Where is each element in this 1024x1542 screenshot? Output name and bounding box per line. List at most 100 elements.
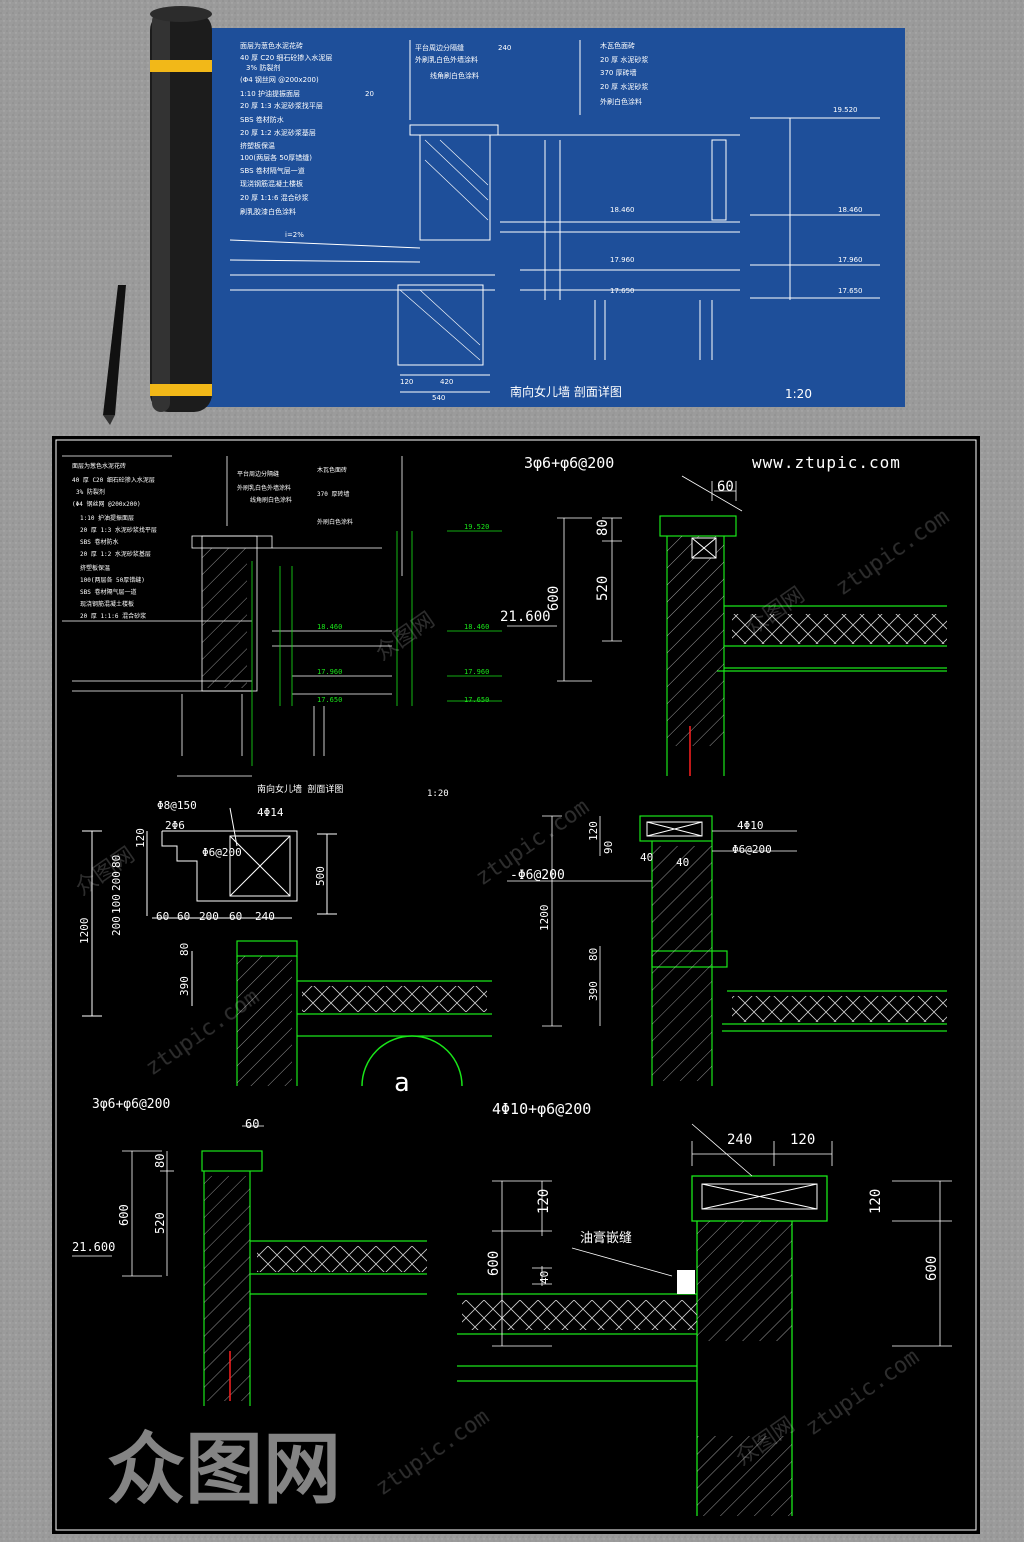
ml-dim-h-1: 60 — [177, 910, 190, 923]
svg-text:SBS 卷材隔气层一道: SBS 卷材隔气层一道 — [80, 588, 136, 596]
ml-dim-v-1: 80 — [110, 855, 123, 868]
ml-rebar-b: 2Φ6 — [165, 819, 185, 832]
ml-dim-h-3: 60 — [229, 910, 242, 923]
ml-dim-v-4: 200 — [110, 916, 123, 936]
bp-slope: i=2% — [285, 231, 304, 239]
tr-rebar: 3φ6+φ6@200 — [524, 454, 614, 472]
br-dim-40: 40 — [538, 1271, 551, 1284]
bp-note-5: 20 厚 1:3 水泥砂浆找平层 — [240, 101, 323, 110]
bp-note-12: 20 厚 1:1:6 混合砂浆 — [240, 193, 309, 202]
bp-mid-note-1: 外刷乳白色外墙涂料 — [415, 55, 478, 64]
bp-dim-20: 20 — [365, 90, 374, 98]
bl-dim-60: 60 — [245, 1117, 259, 1131]
svg-text:木瓦色面砖: 木瓦色面砖 — [317, 466, 347, 474]
ml-dim-h-2: 200 — [199, 910, 219, 923]
cad-drawing-sheet: 面层为葱色水泥花砖 40 厚 C20 细石砼掺入水泥层 3% 防裂剂 (Φ4 钢… — [52, 436, 980, 1534]
detail-top-right: 3φ6+φ6@200 — [500, 454, 947, 776]
tr-dim-60: 60 — [717, 479, 734, 495]
mr-dim-1200: 1200 — [538, 905, 551, 932]
blueprint-poster: 面层为葱色水泥花砖 40 厚 C20 细石砼掺入水泥层 3% 防裂剂 (Φ4 钢… — [103, 6, 905, 425]
bp-note-9: 100(两层各 50厚错缝) — [240, 153, 312, 162]
ml-dim-500: 500 — [314, 866, 327, 886]
ml-rebar-d: Φ6@200 — [202, 846, 242, 859]
ml-rebar-c: 4Φ14 — [257, 806, 284, 819]
cad-elev-3a: 17.650 — [317, 696, 342, 704]
svg-text:挤塑板保温: 挤塑板保温 — [80, 564, 110, 572]
cad-title: 南向女儿墙 剖面详图 — [257, 783, 343, 795]
brand-logo-text: 众图网 — [107, 1425, 341, 1515]
bp-elev-3a: 17.650 — [610, 287, 635, 295]
scroll-roll — [150, 6, 212, 412]
cad-elev-0: 19.520 — [464, 523, 489, 531]
svg-text:线角刷白色涂料: 线角刷白色涂料 — [250, 496, 292, 504]
detail-bottom-left: 3φ6+φ6@200 60 — [72, 1097, 427, 1406]
bp-note-4: 1:10 护油提振面层 — [240, 89, 300, 98]
bp-dim-bottom-2: 540 — [432, 394, 445, 402]
watermark-brand-latin-2: ztupic.com — [831, 504, 954, 600]
bp-right-note-1: 20 厚 水泥砂浆 — [600, 55, 648, 64]
cad-elev-2a: 17.960 — [317, 668, 342, 676]
ml-dim-1200: 1200 — [78, 918, 91, 945]
bp-note-8: 挤塑板保温 — [240, 141, 275, 150]
svg-text:40 厚 C20 细石砼掺入水泥层: 40 厚 C20 细石砼掺入水泥层 — [72, 476, 155, 484]
br-dim-600-right: 600 — [924, 1256, 940, 1281]
svg-text:20 厚 1:1:6 混合砂浆: 20 厚 1:1:6 混合砂浆 — [80, 612, 146, 620]
br-joint-note: 油膏嵌缝 — [580, 1230, 632, 1246]
cad-elev-1b: 18.460 — [464, 623, 489, 631]
mr-rebar-b: Φ6@200 — [732, 843, 772, 856]
mr-dim-0: 120 — [587, 821, 600, 841]
br-rebar: 4Φ10+φ6@200 — [492, 1100, 591, 1118]
bp-note-7: 20 厚 1:2 水泥砂浆基层 — [240, 128, 316, 137]
bp-right-note-2: 370 厚砖墙 — [600, 68, 637, 77]
bl-dim-600: 600 — [117, 1204, 131, 1226]
bp-elev-2a: 17.960 — [610, 256, 635, 264]
bl-dim-80: 80 — [153, 1154, 167, 1168]
ml-dim-h-4: 240 — [255, 910, 275, 923]
detail-bottom-right: 4Φ10+φ6@200 — [457, 1100, 952, 1516]
tr-elev: 21.600 — [500, 609, 551, 625]
pen-icon — [103, 285, 126, 425]
mr-dim-3: 40 — [676, 856, 689, 869]
watermark-brand-latin-4: ztupic.com — [801, 1344, 924, 1440]
bp-note-10: SBS 卷材隔气层一道 — [240, 166, 305, 175]
br-dim-120-right: 120 — [868, 1189, 884, 1214]
bp-right-note-0: 木瓦色面砖 — [600, 41, 635, 50]
mr-dim-2: 40 — [640, 851, 653, 864]
watermark-brand-1: 众图网 — [371, 608, 439, 666]
bp-mid-note-2: 线角刷白色涂料 — [430, 71, 479, 80]
ml-dim-v-2: 200 — [110, 871, 123, 891]
ml-label-a: a — [394, 1068, 410, 1098]
cad-scale: 1:20 — [427, 789, 449, 799]
svg-text:外刷白色涂料: 外刷白色涂料 — [317, 518, 353, 526]
svg-text:(Φ4 钢丝网 @200x200): (Φ4 钢丝网 @200x200) — [72, 500, 141, 508]
ml-dim-h-0: 60 — [156, 910, 169, 923]
bl-rebar: 3φ6+φ6@200 — [92, 1097, 170, 1112]
svg-text:外刷乳白色外墙涂料: 外刷乳白色外墙涂料 — [237, 484, 291, 492]
svg-text:20 厚 1:3 水泥砂浆找平层: 20 厚 1:3 水泥砂浆找平层 — [80, 526, 157, 534]
bp-note-6: SBS 卷材防水 — [240, 115, 284, 124]
bp-note-11: 现浇钢筋混凝土楼板 — [240, 179, 303, 188]
ml-dim-80: 80 — [178, 943, 191, 956]
bp-elev-1b: 18.460 — [838, 206, 863, 214]
detail-top-left: 面层为葱色水泥花砖 40 厚 C20 细石砼掺入水泥层 3% 防裂剂 (Φ4 钢… — [62, 455, 502, 799]
bp-note-1: 40 厚 C20 细石砼掺入水泥层 — [240, 53, 332, 62]
bp-scale: 1:20 — [785, 387, 812, 401]
mr-rebar-a: 4Φ10 — [737, 819, 764, 832]
brand-logo: 众图网 — [107, 1425, 341, 1515]
mr-dim-80: 80 — [587, 948, 600, 961]
svg-text:370 厚砖墙: 370 厚砖墙 — [317, 490, 349, 498]
svg-text:100(两层各 50厚错缝): 100(两层各 50厚错缝) — [80, 576, 145, 584]
watermark-url: www.ztupic.com — [752, 453, 901, 472]
detail-mid-left: a Φ8@150 2Φ6 4Φ14 Φ6@200 120 80 200 100 … — [78, 799, 492, 1098]
arch-icon — [361, 1035, 463, 1087]
cad-elev-1a: 18.460 — [317, 623, 342, 631]
br-dim-120: 120 — [790, 1132, 815, 1148]
bp-dim-240: 240 — [498, 44, 511, 52]
bp-note-3: (Φ4 钢丝网 @200x200) — [240, 75, 319, 84]
bp-note-0: 面层为葱色水泥花砖 — [240, 41, 303, 50]
bp-note-13: 刷乳胶漆白色涂料 — [240, 207, 296, 216]
bp-title: 南向女儿墙 剖面详图 — [510, 384, 622, 399]
mr-rebar-c: -Φ6@200 — [510, 868, 565, 883]
mr-dim-1: 90 — [602, 841, 615, 854]
bp-dim-bottom-0: 120 — [400, 378, 413, 386]
